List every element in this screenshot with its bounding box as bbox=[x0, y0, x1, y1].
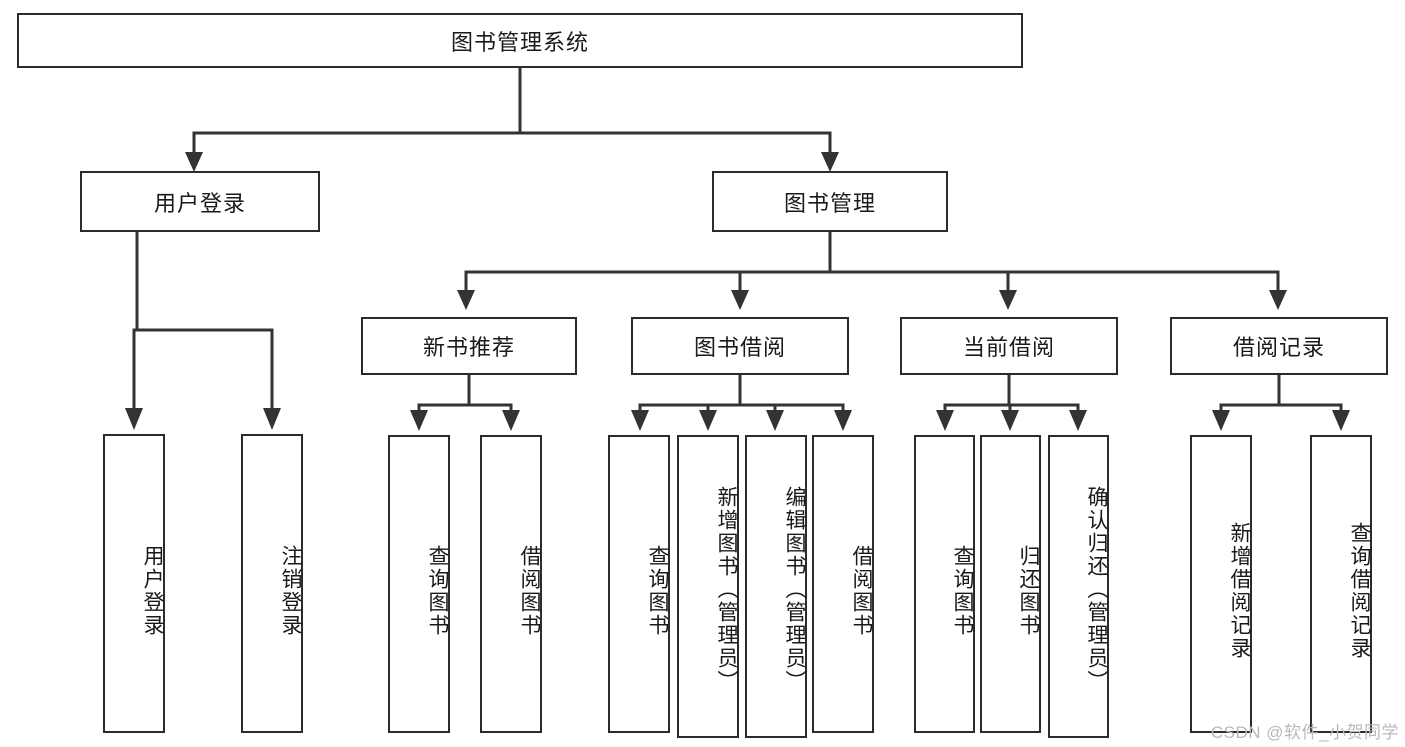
node-borrow-record[interactable]: 借阅记录 bbox=[1170, 317, 1388, 375]
node-label: 图书借阅 bbox=[693, 335, 786, 360]
node-book-borrow[interactable]: 图书借阅 bbox=[631, 317, 849, 375]
leaf-borrow-record-add[interactable]: 新增借阅记录 bbox=[1190, 435, 1252, 733]
leaf-current-borrow-query[interactable]: 查询图书 bbox=[914, 435, 975, 733]
node-user-login[interactable]: 用户登录 bbox=[80, 171, 320, 232]
node-book-management[interactable]: 图书管理 bbox=[712, 171, 948, 232]
leaf-borrow-record-query[interactable]: 查询借阅记录 bbox=[1310, 435, 1372, 733]
node-current-borrow[interactable]: 当前借阅 bbox=[900, 317, 1118, 375]
leaf-book-borrow-query[interactable]: 查询图书 bbox=[608, 435, 670, 733]
node-label: 借阅图书 bbox=[518, 545, 541, 637]
leaf-user-login-login[interactable]: 用户登录 bbox=[103, 434, 165, 733]
node-label: 查询图书 bbox=[426, 545, 449, 637]
leaf-book-borrow-add[interactable]: 新增图书（管理员） bbox=[677, 435, 739, 738]
node-label: 归还图书 bbox=[1017, 545, 1040, 637]
node-label: 用户登录 bbox=[141, 544, 164, 637]
node-label: 用户登录 bbox=[153, 190, 246, 216]
node-label: 查询图书 bbox=[646, 545, 669, 637]
node-label: 查询借阅记录 bbox=[1348, 522, 1371, 660]
node-label: 借阅图书 bbox=[850, 545, 873, 637]
watermark-text: CSDN @软件_小贺同学 bbox=[1210, 723, 1399, 742]
leaf-user-login-logout[interactable]: 注销登录 bbox=[241, 434, 303, 733]
leaf-book-borrow-edit[interactable]: 编辑图书（管理员） bbox=[745, 435, 807, 738]
node-label: 注销登录 bbox=[279, 544, 302, 637]
node-label: 图书管理 bbox=[783, 190, 876, 216]
node-new-book-recommend[interactable]: 新书推荐 bbox=[361, 317, 577, 375]
leaf-new-book-borrow[interactable]: 借阅图书 bbox=[480, 435, 542, 733]
node-label: 新增图书（管理员） bbox=[715, 486, 738, 693]
node-label: 借阅记录 bbox=[1232, 335, 1325, 360]
leaf-new-book-query[interactable]: 查询图书 bbox=[388, 435, 450, 733]
node-label: 当前借阅 bbox=[962, 335, 1055, 360]
leaf-book-borrow-borrow[interactable]: 借阅图书 bbox=[812, 435, 874, 733]
node-label: 查询图书 bbox=[951, 545, 974, 637]
node-label: 新增借阅记录 bbox=[1228, 522, 1251, 660]
leaf-current-borrow-confirm-return[interactable]: 确认归还（管理员） bbox=[1048, 435, 1109, 738]
node-label: 确认归还（管理员） bbox=[1085, 486, 1108, 693]
node-label: 新书推荐 bbox=[422, 335, 515, 360]
node-root-system[interactable]: 图书管理系统 bbox=[17, 13, 1023, 68]
node-label: 图书管理系统 bbox=[450, 29, 589, 55]
leaf-current-borrow-return[interactable]: 归还图书 bbox=[980, 435, 1041, 733]
node-label: 编辑图书（管理员） bbox=[783, 486, 806, 693]
